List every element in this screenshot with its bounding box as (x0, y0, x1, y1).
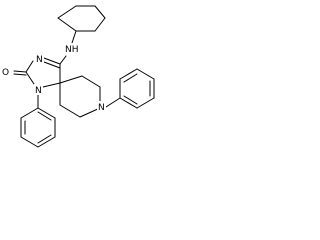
imine-double-bond-b (43, 61, 61, 69)
piperidine-n-label-background (97, 101, 106, 112)
imine-double-bond-a (43, 57, 61, 65)
phenyl-ring-bond-6 (37, 107, 56, 119)
cyclohexyl-nh-bond (71, 30, 77, 44)
benzyl-ch2-bond (105, 97, 121, 108)
cyclohexyl-bond-6 (57, 17, 77, 32)
amide-n-label-background (34, 84, 43, 95)
amide-n-spiro-bond (42, 82, 61, 88)
piperidine-ring (59, 75, 101, 118)
benzyl-ring-bond-4 (136, 97, 155, 109)
piperidine-bond-2 (81, 75, 101, 88)
benzyl-ring-bond-2 (136, 68, 155, 80)
phenyl-inner-bond-3 (37, 111, 52, 121)
piperidine-bond-4 (79, 107, 101, 118)
imine-n-label-background (35, 53, 44, 64)
benzyl-inner-bond-3 (123, 95, 138, 105)
piperidine-n-label: N (98, 103, 105, 113)
benzyl-ring-bond-1 (119, 68, 138, 80)
nh-label: NH (65, 45, 79, 55)
benzyl-ring-bond-5 (119, 97, 138, 109)
benzyl-group (105, 68, 155, 109)
structure-canvas: NH N O N N (0, 0, 161, 158)
oxygen-label: O (2, 68, 9, 78)
carbonyl-double-bond-a (13, 70, 27, 73)
phenyl-inner-bond-2 (37, 134, 52, 144)
cyclohexyl-bond-3 (94, 5, 106, 19)
imine-n-carbonyl-bond (25, 60, 34, 73)
phenyl-ring-bond-4 (37, 136, 56, 148)
molecular-structure: NH N O N N (1, 5, 155, 148)
cyclohexyl-group (57, 5, 106, 32)
cyclohexyl-bond-1 (57, 5, 77, 19)
piperidine-bond-1 (59, 75, 83, 84)
benzyl-inner-bond-1 (123, 73, 138, 83)
phenyl-ring-bond-3 (20, 136, 39, 148)
amide-n-label: N (35, 86, 42, 96)
oxygen-label-background (1, 66, 11, 77)
nh-imine-carbon-bond (59, 55, 67, 65)
n-phenyl-group (20, 94, 56, 148)
phenyl-ring-bond-1 (20, 107, 39, 119)
carbonyl-double-bond-b (13, 73, 27, 76)
cyclohexyl-bond-4 (94, 17, 106, 32)
carbonyl-amide-n-bond (25, 71, 35, 85)
imidazolone-ring (25, 57, 61, 88)
piperidine-bond-5 (59, 104, 81, 118)
imine-n-label: N (36, 55, 43, 65)
nh-label-background (64, 43, 80, 54)
